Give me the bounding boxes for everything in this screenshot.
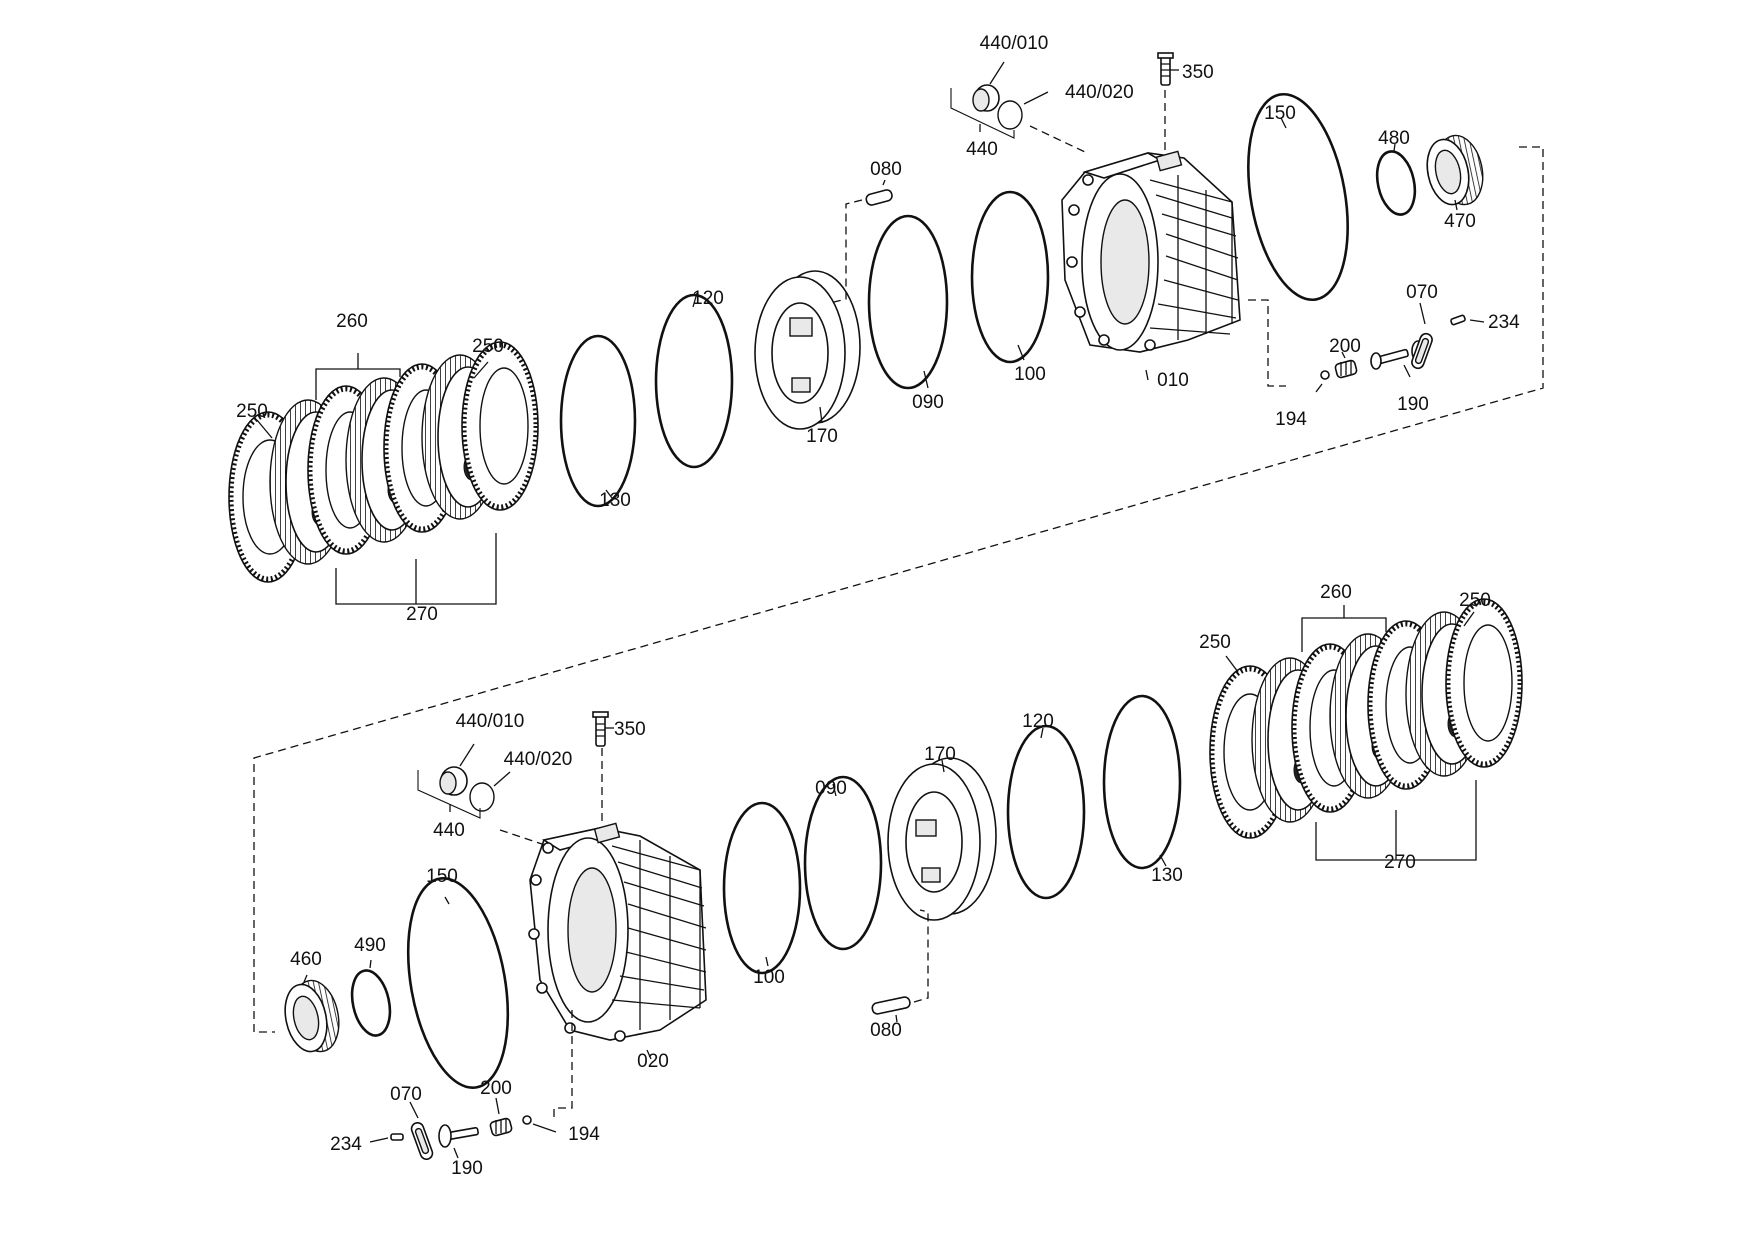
bottom-clip-070 [410,1121,434,1161]
bottom-ring-150 [406,876,510,1090]
bottom-oring-440-020 [469,782,495,812]
top-label-260: 260 [336,311,368,332]
bottom-ring-090 [803,775,883,951]
top-housing-010 [1061,150,1241,353]
top-label-080: 080 [870,159,902,180]
top-label-090: 090 [912,392,944,413]
bottom-screw-350 [592,711,609,747]
bottom-disc-250-inner [1445,598,1523,768]
bottom-label-440-010: 440/010 [456,711,525,732]
top-assembly: 440/010 440/020 440 350 150 480 470 080 … [228,33,1520,625]
top-label-070: 070 [1406,282,1438,303]
bottom-plug-440-010 [439,766,468,796]
bottom-label-100: 100 [753,967,785,988]
top-label-440-020: 440/020 [1065,82,1134,103]
top-ring-120 [654,293,734,469]
bottom-ring-490 [350,969,392,1037]
top-label-200: 200 [1329,336,1361,357]
bottom-label-440-020: 440/020 [504,749,573,770]
top-label-170: 170 [806,426,838,447]
bottom-pin-080 [871,996,911,1015]
top-label-350: 350 [1182,62,1214,83]
bottom-label-070: 070 [390,1084,422,1105]
top-label-470: 470 [1444,211,1476,232]
top-ring-480 [1375,150,1417,216]
top-disc-250-inner [461,341,539,511]
bottom-ring-100 [722,801,802,975]
bottom-label-250-right: 250 [1459,590,1491,611]
bottom-clutch-pack [1209,598,1523,839]
bottom-label-170: 170 [924,744,956,765]
bottom-label-460: 460 [290,949,322,970]
bottom-label-490: 490 [354,935,386,956]
top-label-120: 120 [692,288,724,309]
top-screw-234 [1450,314,1466,326]
bottom-ring-120 [1006,724,1086,900]
top-ball-194 [1320,370,1330,380]
top-label-010: 010 [1157,370,1189,391]
bottom-spring-200 [489,1117,513,1137]
bottom-label-250-left: 250 [1199,632,1231,653]
top-ring-090 [867,214,949,390]
bottom-label-090: 090 [815,778,847,799]
bottom-label-200: 200 [480,1078,512,1099]
top-ring-130 [559,334,637,508]
bottom-label-440: 440 [433,820,465,841]
top-bearing-470 [1426,134,1484,206]
bottom-housing-020 [528,822,707,1042]
bottom-label-020: 020 [637,1051,669,1072]
top-label-250-right: 250 [472,336,504,357]
top-spring-200 [1334,359,1358,379]
bottom-ring-130 [1102,694,1182,870]
top-label-150: 150 [1264,103,1296,124]
bottom-piston-170 [887,757,997,921]
top-pin-080 [865,189,893,206]
top-label-440-010: 440/010 [980,33,1049,54]
bottom-screw-234 [390,1133,404,1141]
top-label-270: 270 [406,604,438,625]
bottom-label-234: 234 [330,1134,362,1155]
top-screw-350 [1157,52,1174,86]
bottom-bracket-440 [417,770,481,819]
bottom-bolt-190 [438,1124,479,1148]
top-bracket-440 [950,88,1015,139]
top-ring-100 [970,190,1050,364]
top-label-194: 194 [1275,409,1307,430]
top-label-480: 480 [1378,128,1410,149]
bottom-bearing-460 [284,979,340,1053]
top-clip-070 [1411,332,1433,370]
bottom-label-150: 150 [426,866,458,887]
top-label-250-left: 250 [236,401,268,422]
top-oring-440-020 [997,100,1023,130]
top-ring-150 [1247,92,1349,302]
bottom-label-194: 194 [568,1124,600,1145]
top-label-130: 130 [599,490,631,511]
top-label-190: 190 [1397,394,1429,415]
top-label-100: 100 [1014,364,1046,385]
bottom-ball-194 [522,1115,532,1125]
top-clutch-pack [228,341,539,583]
top-label-234: 234 [1488,312,1520,333]
bottom-label-350: 350 [614,719,646,740]
shaft-axis-connector [253,146,1544,1033]
bottom-label-270: 270 [1384,852,1416,873]
bottom-label-260: 260 [1320,582,1352,603]
top-label-440: 440 [966,139,998,160]
top-piston-170 [754,270,861,430]
bottom-label-120: 120 [1022,711,1054,732]
top-plug-440-010 [972,84,1000,112]
bottom-assembly: 440/010 440/020 440 350 150 460 490 020 … [284,582,1523,1179]
bottom-label-080: 080 [870,1020,902,1041]
bottom-label-130: 130 [1151,865,1183,886]
bottom-label-190: 190 [451,1158,483,1179]
